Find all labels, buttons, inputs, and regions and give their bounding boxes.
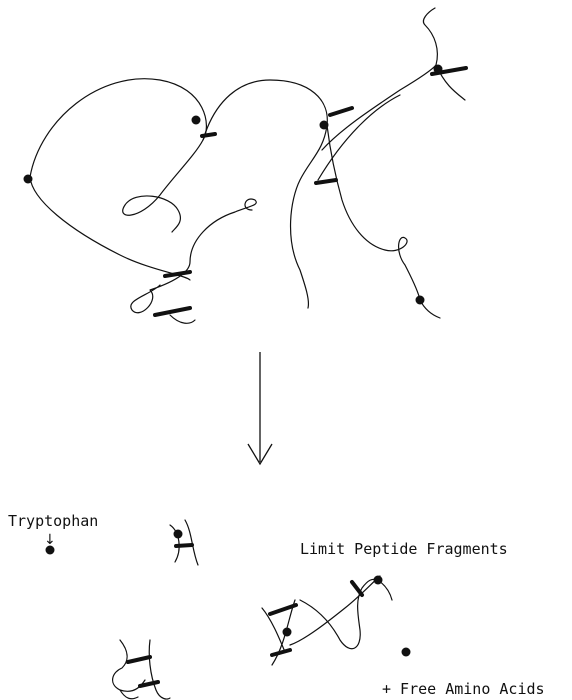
limit-peptide-fragments-label: Limit Peptide Fragments <box>300 540 508 558</box>
protein-chain-left-tail <box>170 315 195 323</box>
disulfide-bond <box>272 650 290 655</box>
protein-chain-right-cross <box>322 65 436 150</box>
fragment-3-strand <box>149 640 170 699</box>
down-arrow-icon: ↓ <box>44 532 56 548</box>
reaction-arrow-icon <box>248 352 272 464</box>
protein-chain-left-loop <box>30 79 206 232</box>
disulfide-bond <box>352 582 362 595</box>
tryptophan-dot <box>24 175 33 184</box>
disulfide-bond <box>155 308 190 315</box>
protein-chain-center-loop <box>203 80 327 308</box>
tryptophan-dot <box>320 121 329 130</box>
tryptophan-dot <box>416 296 425 305</box>
protein-chain-left-mid <box>131 199 257 313</box>
fragment-tryptophan-dot <box>174 530 183 539</box>
protein-chain-right-strand-a <box>327 125 420 300</box>
free-amino-acids-label: + Free Amino Acids <box>382 680 545 698</box>
fragment-2-strand <box>290 576 380 645</box>
disulfide-bond <box>176 545 192 546</box>
disulfide-bond <box>316 180 336 183</box>
disulfide-bond <box>128 657 150 662</box>
protein-chain-top-right <box>423 8 437 65</box>
fragment-3-strand <box>113 640 145 691</box>
disulfide-bond <box>202 134 215 136</box>
fragment-1-strand <box>185 520 198 565</box>
tryptophan-dot <box>434 65 443 74</box>
tryptophan-dot <box>192 116 201 125</box>
fragment-tryptophan-dot <box>374 576 383 585</box>
protein-chain-right-cross-2 <box>318 95 400 180</box>
disulfide-bond <box>330 108 352 115</box>
free-amino-acid-dot <box>402 648 411 657</box>
protein-chain-lower-left <box>30 177 190 280</box>
tryptophan-label: Tryptophan <box>8 512 98 530</box>
fragment-tryptophan-dot <box>283 628 292 637</box>
